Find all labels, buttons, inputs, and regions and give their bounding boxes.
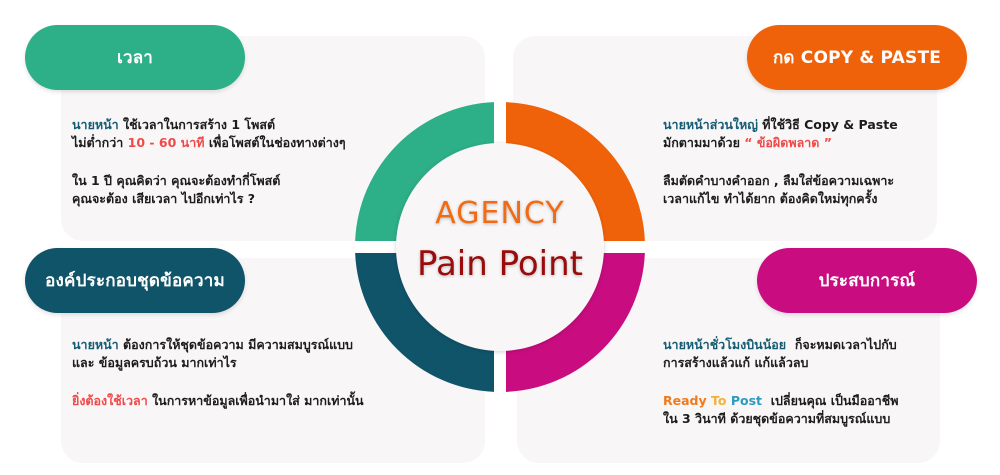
- ring-segment-copy-paste: [506, 102, 645, 241]
- section-title-copy-paste-label: กด COPY & PASTE: [772, 48, 942, 68]
- center-disc: [396, 143, 604, 351]
- text-span: ใน 3 วินาที ด้วยชุดข้อความที่สมบูรณ์แบบ: [663, 411, 891, 426]
- body-copy-paste: นายหน้าส่วนใหญ่ ที่ใช้วิธี Copy & Paste …: [663, 116, 898, 208]
- text-span: มักตามมาด้วย: [663, 135, 745, 150]
- text-span: และ ข้อมูลครบถ้วน มากเท่าไร: [72, 355, 237, 370]
- text-span: ใช้เวลาในการสร้าง 1 โพสต์: [118, 117, 276, 132]
- text-span: ในการหาข้อมูลเพื่อนำมาใส่ มากเท่านั้น: [147, 393, 364, 408]
- highlight-most-brokers: นายหน้าส่วนใหญ่: [663, 117, 758, 132]
- highlight-duration: 10 - 60 นาที: [127, 135, 205, 150]
- center-title-agency: AGENCY: [435, 196, 565, 231]
- section-title-copy-paste: กด COPY & PASTE: [747, 25, 967, 90]
- highlight-broker: นายหน้า: [72, 117, 119, 132]
- text-span: ต้องการให้ชุดข้อความ มีความสมบูรณ์แบบ: [118, 337, 353, 352]
- text-span: ไม่ต่ำกว่า: [72, 135, 128, 150]
- text-span: เวลาแก้ไข ทำได้ยาก ต้องคิดใหม่ทุกครั้ง: [663, 191, 878, 206]
- body-copy-paste-paragraph-1: นายหน้าส่วนใหญ่ ที่ใช้วิธี Copy & Paste …: [663, 116, 898, 152]
- section-title-time-label: เวลา: [116, 48, 154, 68]
- ring-segment-components: [355, 253, 494, 392]
- pain-point-ring: [355, 102, 645, 392]
- body-experience-paragraph-2: Ready To Post เปลี่ยนคุณ เป็นมืออาชีพ ใน…: [663, 392, 899, 428]
- body-time: นายหน้า ใช้เวลาในการสร้าง 1 โพสต์ ไม่ต่ำ…: [72, 116, 346, 208]
- text-span: เพื่อโพสต์ในช่องทางต่างๆ: [204, 135, 346, 150]
- body-components-paragraph-2: ยิ่งต้องใช้เวลา ในการหาข้อมูลเพื่อนำมาใส…: [72, 392, 364, 410]
- section-title-time: เวลา: [25, 25, 245, 90]
- brand-post: Post: [730, 393, 762, 408]
- ring-segment-time: [355, 102, 494, 241]
- highlight-inexperienced-broker: นายหน้าชั่วโมงบินน้อย: [663, 337, 787, 352]
- text-span: เปลี่ยนคุณ เป็นมืออาชีพ: [762, 393, 899, 408]
- text-span: ใน 1 ปี คุณคิดว่า คุณจะต้องทำกี่โพสต์: [72, 173, 281, 188]
- body-components: นายหน้า ต้องการให้ชุดข้อความ มีความสมบูร…: [72, 336, 364, 410]
- brand-ready: Ready: [663, 393, 707, 408]
- center-title-pain-point: Pain Point: [416, 244, 584, 284]
- body-copy-paste-paragraph-2: ลืมตัดคำบางคำออก , ลืมใส่ข้อความเฉพาะ เว…: [663, 172, 898, 208]
- section-title-experience-label: ประสบการณ์: [818, 271, 916, 291]
- body-time-paragraph-2: ใน 1 ปี คุณคิดว่า คุณจะต้องทำกี่โพสต์ คุ…: [72, 172, 346, 208]
- text-span: การสร้างแล้วแก้ แก้แล้วลบ: [663, 355, 809, 370]
- text-span: ลืมตัดคำบางคำออก , ลืมใส่ข้อความเฉพาะ: [663, 173, 895, 188]
- section-title-components: องค์ประกอบชุดข้อความ: [25, 248, 245, 313]
- body-experience: นายหน้าชั่วโมงบินน้อย ก็จะหมดเวลาไปกับ ก…: [663, 336, 899, 428]
- highlight-errors: “ ข้อผิดพลาด ”: [744, 135, 832, 150]
- body-experience-paragraph-1: นายหน้าชั่วโมงบินน้อย ก็จะหมดเวลาไปกับ ก…: [663, 336, 899, 372]
- body-time-paragraph-1: นายหน้า ใช้เวลาในการสร้าง 1 โพสต์ ไม่ต่ำ…: [72, 116, 346, 152]
- brand-to: To: [711, 393, 727, 408]
- text-span: ที่ใช้วิธี Copy & Paste: [757, 117, 898, 132]
- text-span: คุณจะต้อง เสียเวลา ไปอีกเท่าไร ?: [72, 191, 256, 206]
- highlight-more-time: ยิ่งต้องใช้เวลา: [72, 393, 148, 408]
- ring-segment-experience: [506, 253, 645, 392]
- highlight-broker: นายหน้า: [72, 337, 119, 352]
- section-title-experience: ประสบการณ์: [757, 248, 977, 313]
- section-title-components-label: องค์ประกอบชุดข้อความ: [45, 271, 225, 291]
- text-span: ก็จะหมดเวลาไปกับ: [786, 337, 897, 352]
- body-components-paragraph-1: นายหน้า ต้องการให้ชุดข้อความ มีความสมบูร…: [72, 336, 364, 372]
